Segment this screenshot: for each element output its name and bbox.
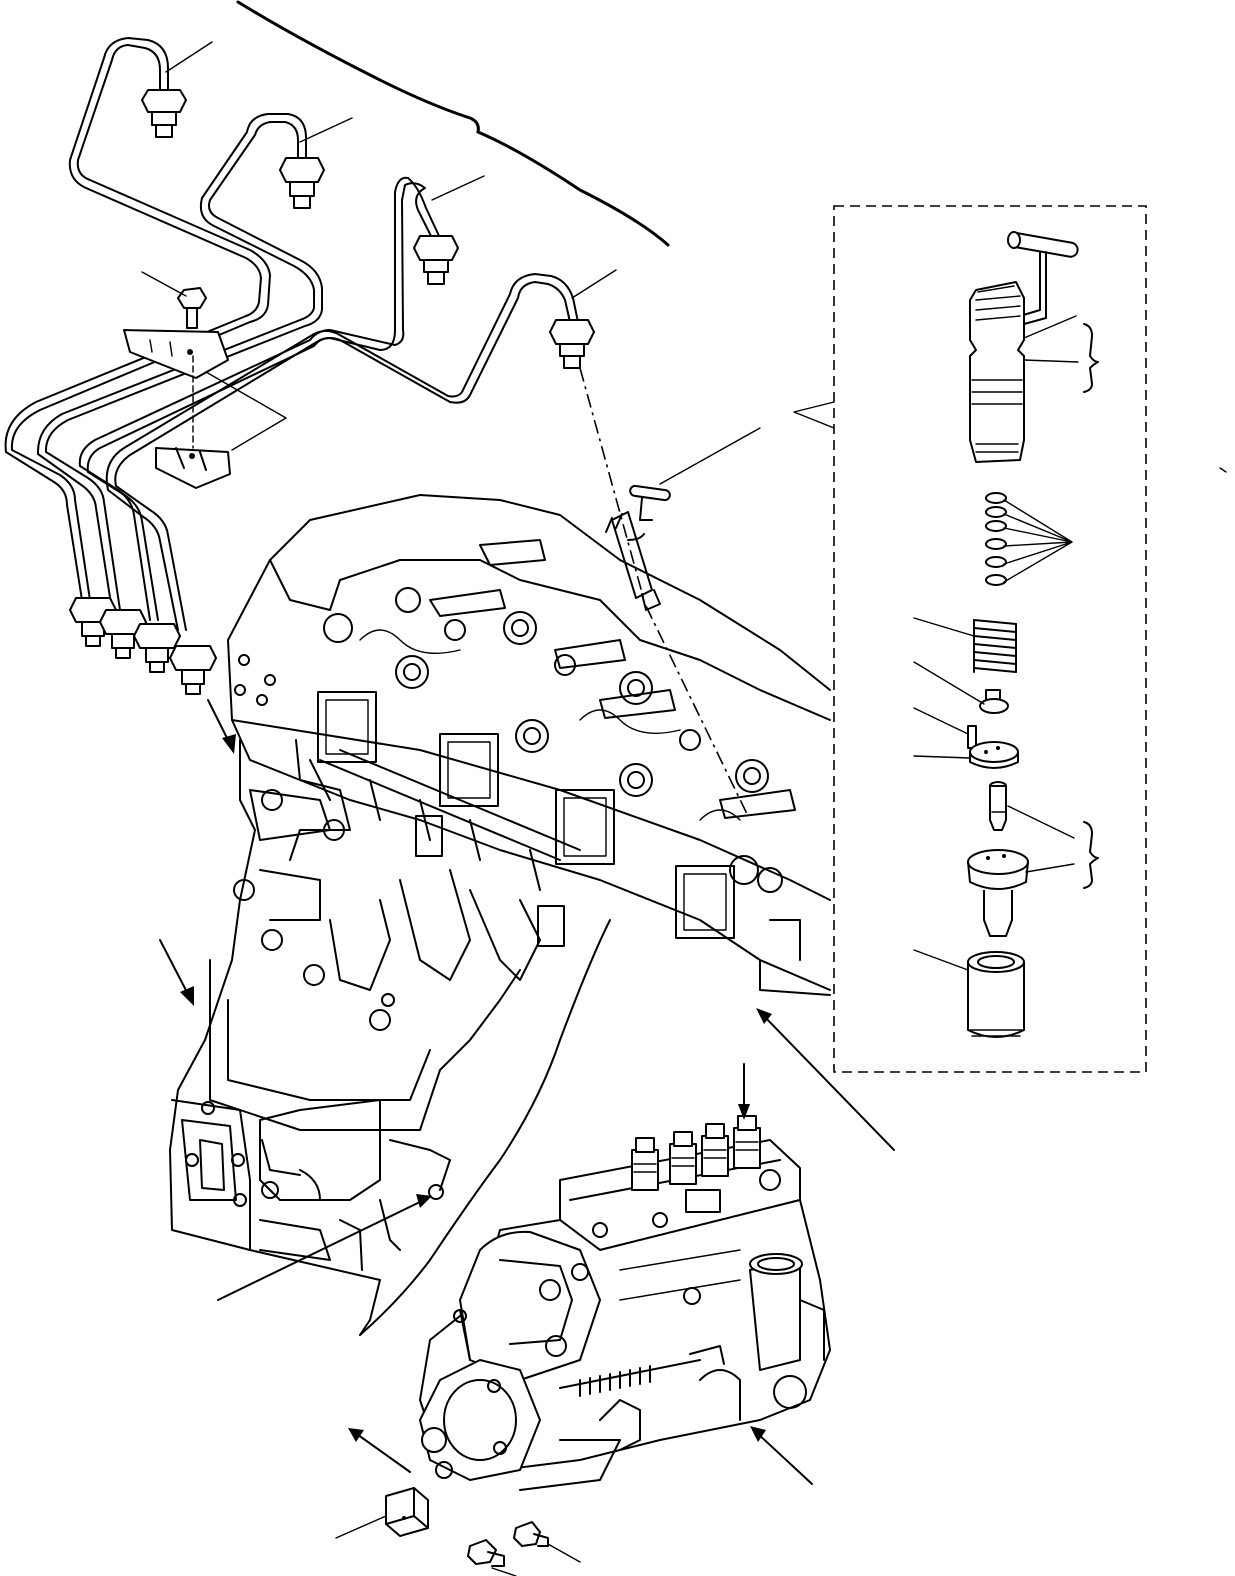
pipe-nut-7 [133, 623, 181, 673]
fuel-injector[interactable] [579, 367, 761, 817]
pipe-nut-2 [279, 157, 325, 209]
injector-detail-box [793, 205, 1147, 1073]
head-arrow [756, 1008, 895, 1151]
pipe-leaders [165, 41, 617, 299]
spacer[interactable] [913, 741, 1019, 769]
delivery-valve-4 [733, 1115, 761, 1169]
pump-bracket[interactable] [335, 1487, 429, 1539]
pipe-nut-3 [413, 235, 459, 285]
pipe-nut-4 [549, 319, 595, 369]
spring-seat[interactable] [913, 661, 1009, 714]
retaining-nut[interactable] [913, 949, 1025, 1038]
injection-pump[interactable] [419, 1115, 831, 1491]
injector-body[interactable] [969, 281, 1099, 463]
pump-bolt-1[interactable] [467, 1539, 517, 1576]
block-mount-arrow [217, 1194, 432, 1301]
shims[interactable] [985, 492, 1073, 586]
nozzle[interactable] [967, 821, 1099, 937]
pump-right-arrow [750, 1426, 813, 1485]
delivery-valve-2 [669, 1131, 697, 1185]
pipe-clamp-upper[interactable] [123, 329, 229, 379]
pipes-brace [236, 0, 670, 247]
injection-pipes[interactable] [4, 37, 595, 695]
pipe-nut-1 [141, 89, 187, 138]
pipe-clamp-lower[interactable] [155, 355, 287, 489]
pipe-nut-8 [169, 645, 217, 695]
stray-marks [1219, 467, 1227, 473]
pipe-nut-6 [99, 609, 147, 659]
delivery-valve-3 [701, 1123, 729, 1177]
cylinder-head[interactable] [227, 494, 831, 996]
block-arrow [159, 939, 194, 1006]
delivery-valve-1 [631, 1137, 659, 1191]
bracket-arrow [348, 1428, 411, 1473]
spring[interactable] [913, 617, 1017, 673]
cylinder-block[interactable] [169, 739, 611, 1336]
leak-off-pipe[interactable] [1007, 231, 1079, 325]
pump-bolt-2[interactable] [513, 1521, 581, 1563]
clamp-bolt[interactable] [141, 271, 207, 329]
pump-top-arrow [738, 1063, 750, 1120]
needle-valve[interactable] [989, 781, 1075, 839]
pipe-arrow [207, 699, 236, 754]
pin[interactable] [913, 707, 977, 749]
